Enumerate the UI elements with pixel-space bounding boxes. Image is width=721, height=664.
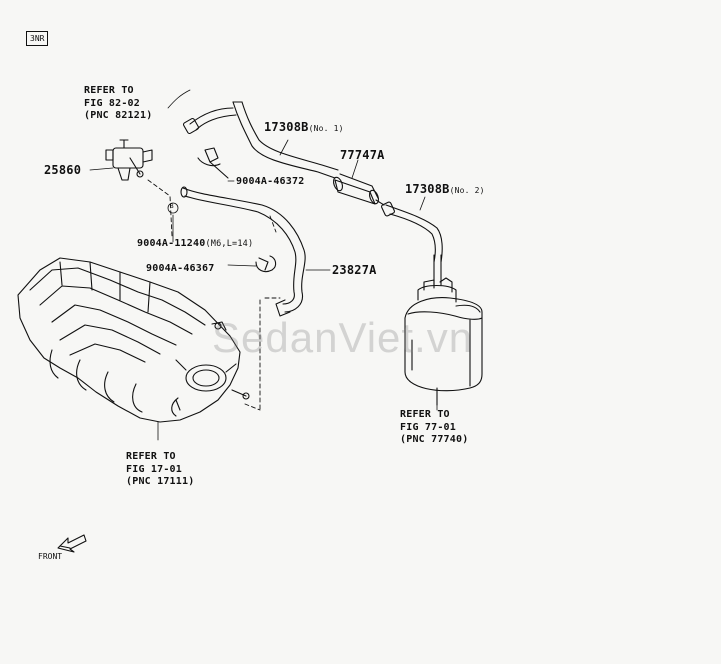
clip-9004a-46367 xyxy=(255,255,277,273)
part-number: 17308B xyxy=(405,182,450,196)
filter-77747a xyxy=(332,173,385,206)
part-note: (No. 1) xyxy=(308,124,344,133)
leader-lines xyxy=(89,89,438,441)
reference-fig77: REFER TO FIG 77-01 (PNC 77740) xyxy=(400,409,468,447)
hose-17308b-no2 xyxy=(381,201,443,286)
canister xyxy=(404,277,483,406)
engine-code-box: 3NR xyxy=(26,31,49,46)
hose-23827a xyxy=(180,186,306,317)
part-9004a-11240[interactable]: 9004A-11240(M6,L=14) xyxy=(137,239,253,249)
reference-line: FIG 77-01 xyxy=(400,421,456,433)
intake-manifold xyxy=(17,257,250,423)
front-label: FRONT xyxy=(38,552,63,561)
reference-line: REFER TO xyxy=(84,85,134,96)
clip-9004a-46372 xyxy=(197,147,229,179)
callout-b-marker xyxy=(167,202,179,214)
front-arrow-icon xyxy=(57,534,87,553)
watermark: SedanViet.vn xyxy=(212,314,474,361)
part-note: (No. 2) xyxy=(449,186,485,195)
part-9004a-46372[interactable]: 9004A-46372 xyxy=(236,176,305,187)
reference-line: (PNC 17111) xyxy=(126,476,195,487)
reference-line: FIG 82-02 xyxy=(84,97,140,109)
part-9004a-46367[interactable]: 9004A-46367 xyxy=(146,263,215,274)
reference-line: (PNC 82121) xyxy=(84,110,153,121)
vsv-25860 xyxy=(105,139,153,181)
part-77747a[interactable]: 77747A xyxy=(340,148,385,162)
part-number: 9004A-11240 xyxy=(137,238,206,249)
dashed-connections xyxy=(147,179,281,411)
reference-line: FIG 17-01 xyxy=(126,463,182,475)
part-17308b-no1[interactable]: 17308B(No. 1) xyxy=(264,121,344,133)
hose-17308b-no1 xyxy=(182,101,339,179)
reference-line: REFER TO xyxy=(126,451,176,462)
part-25860[interactable]: 25860 xyxy=(44,163,82,177)
part-23827a[interactable]: 23827A xyxy=(332,263,377,277)
reference-fig82: REFER TO FIG 82-02 (PNC 82121) xyxy=(84,85,152,123)
reference-fig17: REFER TO FIG 17-01 (PNC 17111) xyxy=(126,451,194,489)
part-17308b-no2[interactable]: 17308B(No. 2) xyxy=(405,183,485,195)
part-number: 17308B xyxy=(264,120,309,134)
reference-line: (PNC 77740) xyxy=(400,434,469,445)
reference-line: REFER TO xyxy=(400,409,450,420)
callout-b-label: B xyxy=(170,203,174,210)
part-note: (M6,L=14) xyxy=(205,239,254,249)
